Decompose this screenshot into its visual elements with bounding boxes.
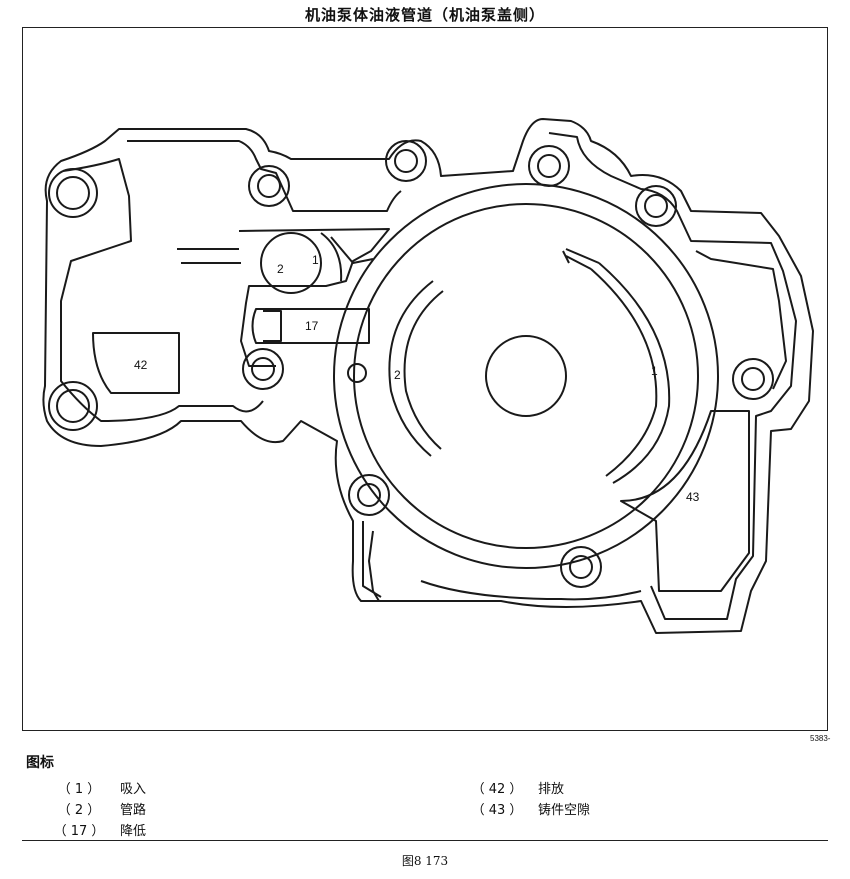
suction-arc [590,262,671,484]
legend-item: （ 43 ） 铸件空隙 [462,799,590,818]
label-suction-inner: 1 [312,253,319,267]
label-suction-arc: 1 [651,364,658,378]
legend-text: 管路 [120,803,147,818]
label-reduce: 17 [305,319,319,333]
label-discharge: 42 [134,358,148,372]
figure-caption: 图8 173 [401,854,449,868]
page-title: 机油泵体油液管道（机油泵盖侧） [304,6,545,24]
legend-text: 排放 [538,782,565,797]
label-pipe-arc: 2 [394,368,401,382]
reduce-pocket [251,308,370,344]
reduce-pocket-left [263,310,282,342]
label-pipe-inner: 2 [277,262,284,276]
left-pocket-lines [177,248,241,264]
diagram-frame: 2 1 17 42 2 1 43 [22,27,828,731]
suction-tip [562,248,600,270]
upper-pocket [238,228,390,367]
label-cavity: 43 [686,490,700,504]
pump-chamber-inner [353,203,699,549]
legend-item: （ 2 ） 管路 [44,799,146,818]
legend-item: （ 1 ） 吸入 [44,778,146,797]
casting-outline [42,118,814,634]
legend-number: （ 43 ） [471,803,523,818]
legend-item: （ 17 ） 降低 [44,820,146,839]
pipe-arc [388,280,444,457]
legend-number: （ 17 ） [53,824,105,839]
pump-chamber-outer [333,183,719,569]
legend-number: （ 2 ） [57,803,101,818]
legend-text: 铸件空隙 [538,803,591,818]
cavity-region [620,410,750,592]
inner-wall-left [60,140,402,422]
inner-wall-right [548,132,797,620]
drawing-code: 5383- [810,734,831,743]
legend-number: （ 42 ） [471,782,523,797]
legend-divider [22,840,828,841]
legend-heading: 图标 [26,755,54,771]
legend-text: 降低 [120,824,147,839]
inner-wall-bottom [362,521,642,602]
pipe-circle [260,232,322,294]
legend-number: （ 1 ） [57,782,101,797]
legend-text: 吸入 [120,782,147,797]
pump-hub [485,335,567,417]
legend-item: （ 42 ） 排放 [462,778,564,797]
oil-pump-body-diagram: 2 1 17 42 2 1 43 [42,118,814,634]
bolt-holes [48,140,774,588]
discharge-pocket [92,332,180,394]
suction-pocket [320,232,374,282]
